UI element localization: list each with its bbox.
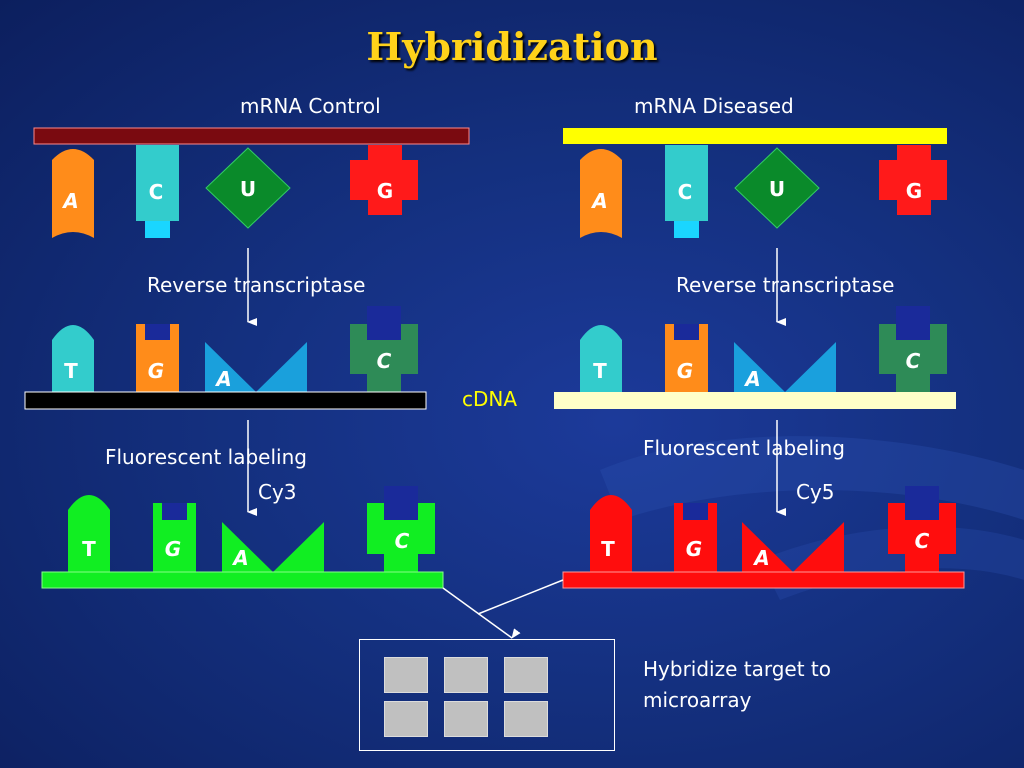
right-cdna-base-g-label: G xyxy=(677,359,693,383)
left-labeled-strand xyxy=(41,571,444,589)
right-cdna-base-t: T xyxy=(580,325,622,392)
left-mrna-strand xyxy=(33,127,470,145)
right-labeled-base-c-label: C xyxy=(915,529,930,553)
left-rt-label: Reverse transcriptase xyxy=(147,273,366,297)
left-cdna-base-t: T xyxy=(52,325,94,392)
right-dye-label: Cy5 xyxy=(796,480,835,504)
right-mrna-base-g-label: G xyxy=(906,179,922,203)
right-mrna-base-c-label: C xyxy=(678,180,693,204)
right-cdna-base-a: A xyxy=(734,342,836,392)
microarray-spot xyxy=(444,657,488,693)
left-labeled-base-a-label: A xyxy=(231,546,248,570)
right-labeled-base-a-label: A xyxy=(752,546,769,570)
microarray-spot xyxy=(504,657,548,693)
left-labeled-base-t: T xyxy=(68,495,110,572)
left-cdna-base-c: C xyxy=(350,306,418,392)
left-dye-label: Cy3 xyxy=(258,480,297,504)
right-fl-label: Fluorescent labeling xyxy=(643,436,845,460)
left-to-array-arrow xyxy=(442,587,521,639)
right-cdna-base-t-label: T xyxy=(593,359,607,383)
right-mrna-label: mRNA Diseased xyxy=(634,94,794,118)
cdna-label: cDNA xyxy=(462,387,518,411)
left-cdna-base-g: G xyxy=(136,324,179,392)
left-mrna-base-g-label: G xyxy=(377,179,393,203)
right-labeled-base-c: C xyxy=(888,486,956,572)
left-cdna-base-t-label: T xyxy=(64,359,78,383)
left-mrna-base-u: U xyxy=(205,147,291,229)
left-mrna-label: mRNA Control xyxy=(240,94,381,118)
right-labeled-strand xyxy=(562,571,965,589)
right-labeled-base-g-label: G xyxy=(686,537,702,561)
left-mrna-base-a: A xyxy=(52,149,94,238)
right-cdna-base-c: C xyxy=(879,306,947,392)
left-labeled-base-a: A xyxy=(222,522,324,572)
right-labeled-base-a: A xyxy=(742,522,844,572)
left-labeled-base-g-label: G xyxy=(165,537,181,561)
hybridize-label-line2: microarray xyxy=(643,688,752,712)
right-cdna-base-c-label: C xyxy=(906,349,921,373)
left-mrna-base-c-label: C xyxy=(149,180,164,204)
right-cdna-base-a-label: A xyxy=(743,367,760,391)
left-cdna-base-g-label: G xyxy=(148,359,164,383)
right-mrna-base-u: U xyxy=(734,147,820,229)
hybridize-label-line1: Hybridize target to xyxy=(643,657,832,681)
left-labeled-base-g: G xyxy=(153,503,196,572)
right-cdna-strand xyxy=(554,392,956,409)
right-cdna-base-g: G xyxy=(665,324,708,392)
microarray-spot xyxy=(384,701,428,737)
left-labeled-base-c: C xyxy=(367,486,435,572)
left-labeled-base-c-label: C xyxy=(395,529,410,553)
right-mrna-base-a: A xyxy=(580,149,622,238)
right-to-array-line xyxy=(477,579,564,615)
microarray-spot xyxy=(444,701,488,737)
left-cdna-base-a: A xyxy=(205,342,307,392)
right-labeled-base-t-label: T xyxy=(601,537,615,561)
left-mrna-base-u-label: U xyxy=(240,177,256,201)
right-mrna-base-a-label: A xyxy=(590,189,607,213)
microarray-spot xyxy=(504,701,548,737)
right-labeled-base-t: T xyxy=(590,495,632,572)
left-cdna-strand xyxy=(24,391,427,410)
left-mrna-base-g: G xyxy=(350,145,418,215)
left-mrna-base-c: C xyxy=(136,145,179,238)
right-mrna-base-u-label: U xyxy=(769,177,785,201)
right-rt-label: Reverse transcriptase xyxy=(676,273,895,297)
microarray xyxy=(359,639,615,751)
left-fl-label: Fluorescent labeling xyxy=(105,445,307,469)
right-mrna-base-g: G xyxy=(879,145,947,215)
left-cdna-base-c-label: C xyxy=(377,349,392,373)
left-labeled-base-t-label: T xyxy=(82,537,96,561)
right-mrna-base-c: C xyxy=(665,145,708,238)
page-title: Hybridization xyxy=(366,24,658,69)
right-labeled-base-g: G xyxy=(674,503,717,572)
microarray-spot xyxy=(384,657,428,693)
left-cdna-base-a-label: A xyxy=(214,367,231,391)
left-mrna-base-a-label: A xyxy=(61,189,78,213)
background-swirl xyxy=(600,436,1024,520)
right-mrna-strand xyxy=(563,128,947,144)
